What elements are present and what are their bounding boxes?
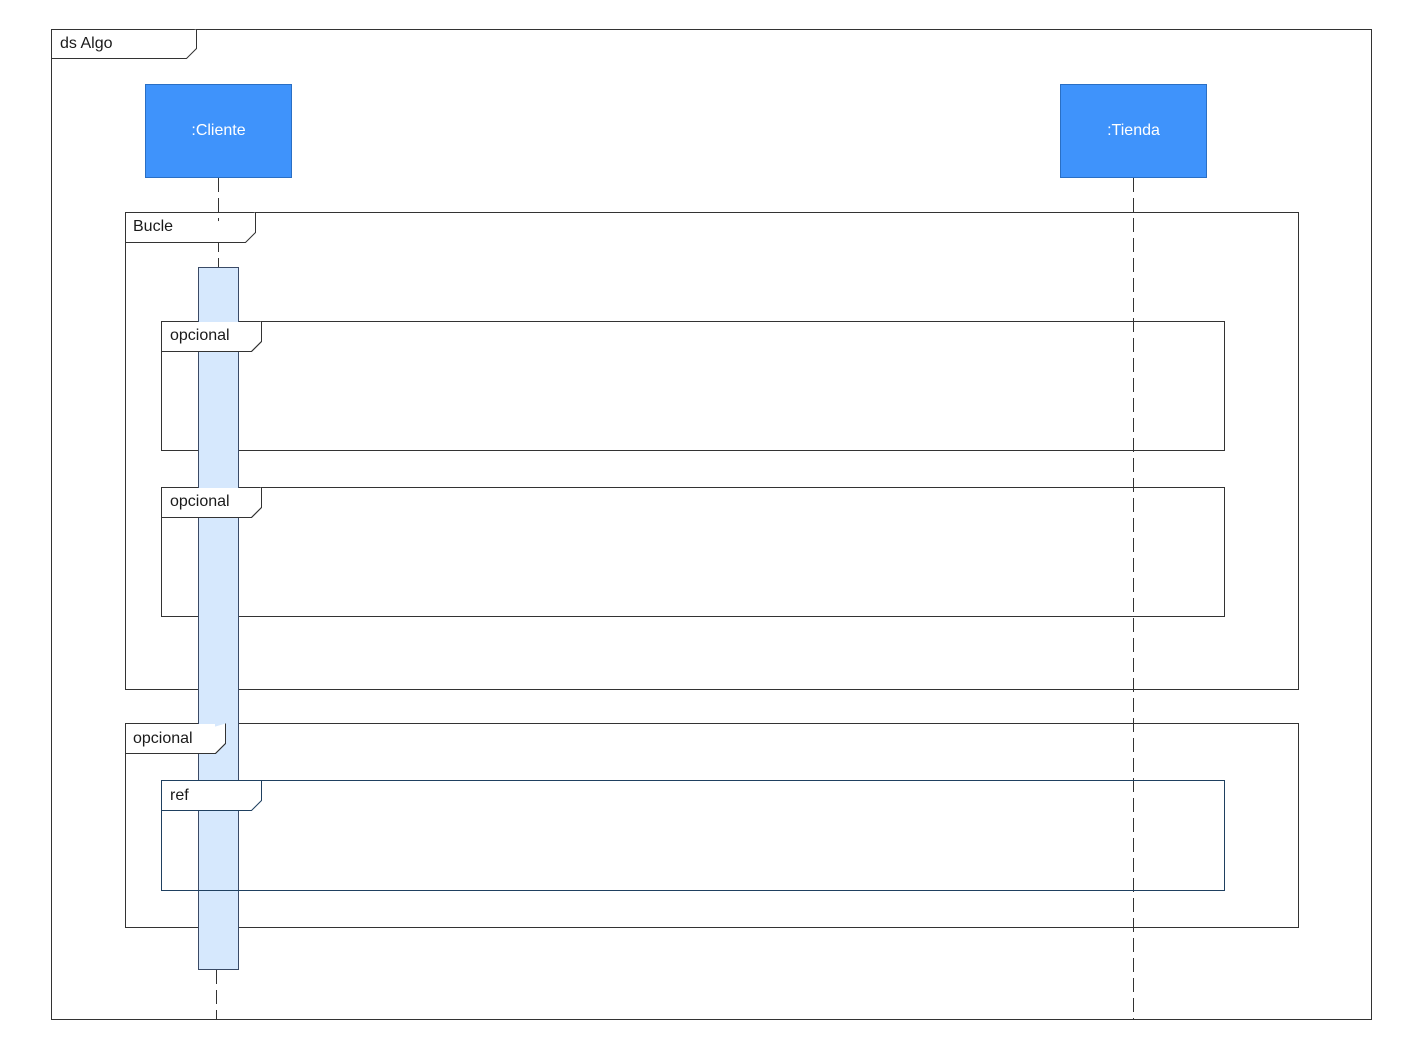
loop-fragment-label: Bucle — [133, 218, 174, 235]
ref-fragment-tab — [161, 780, 262, 811]
participant-cliente-label: :Cliente — [191, 122, 246, 139]
loop-fragment[interactable] — [125, 212, 1299, 690]
opt-fragment-2-label: opcional — [170, 493, 230, 510]
opt-fragment-3-label: opcional — [133, 730, 193, 747]
diagram-frame — [51, 29, 1372, 1020]
opt-fragment-1[interactable] — [161, 321, 1225, 451]
activation-bar-cliente[interactable] — [198, 267, 239, 970]
diagram-title: ds Algo — [60, 35, 113, 52]
ref-fragment-label: ref — [170, 787, 189, 804]
diagram-frame-tab — [51, 29, 197, 59]
opt-fragment-1-label: opcional — [170, 327, 230, 344]
loop-fragment-tab — [125, 212, 256, 243]
ref-fragment[interactable] — [161, 780, 1225, 891]
opt-fragment-3[interactable] — [125, 723, 1299, 928]
participant-tienda-label: :Tienda — [1107, 122, 1160, 139]
opt-fragment-2[interactable] — [161, 487, 1225, 617]
participant-tienda-box[interactable] — [1060, 84, 1207, 178]
participant-cliente-box[interactable] — [145, 84, 292, 178]
